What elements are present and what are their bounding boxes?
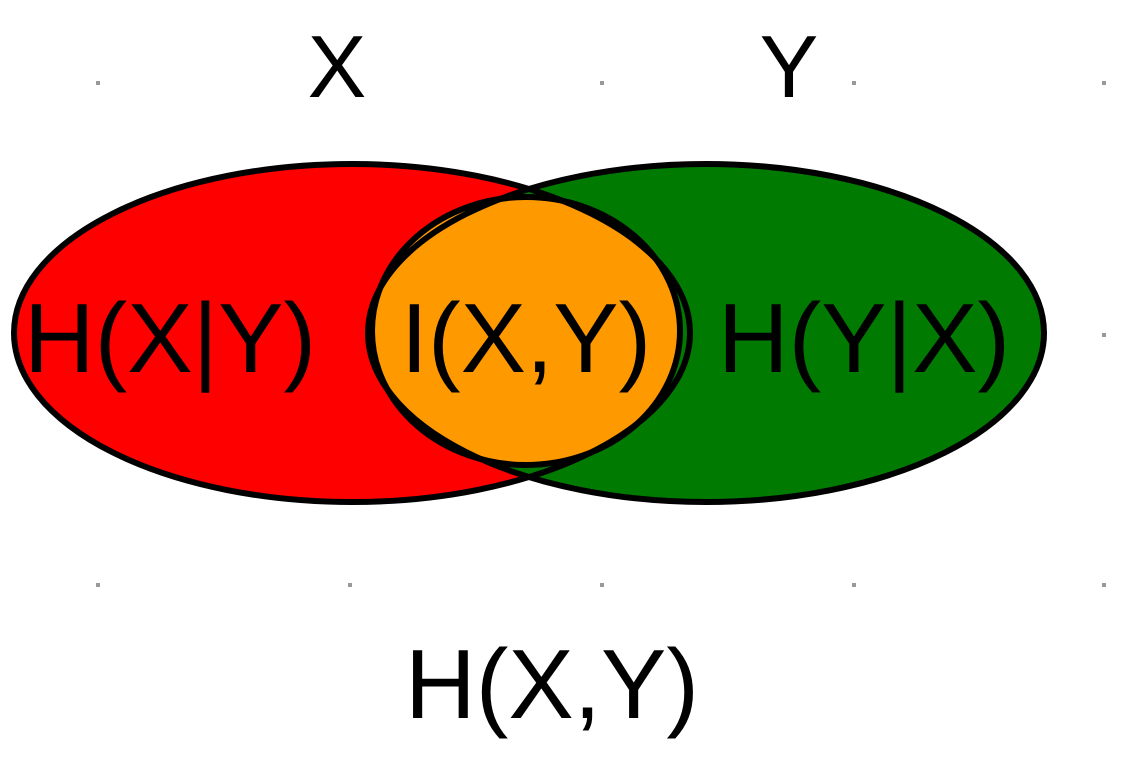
grid-dot (348, 583, 352, 587)
grid-dot (96, 81, 100, 85)
grid-dot (600, 583, 604, 587)
grid-dot (852, 583, 856, 587)
grid-dot (600, 81, 604, 85)
y-ellipse-outline (365, 161, 1047, 505)
x-ellipse-outline (11, 161, 693, 505)
grid-dot (96, 583, 100, 587)
grid-dot (1102, 333, 1106, 337)
conditional-entropy-y-given-x-label: H(Y|X) (718, 283, 1010, 393)
set-y-label: Y (760, 17, 819, 116)
mutual-information-label: I(X,Y) (401, 283, 651, 393)
grid-dot (852, 81, 856, 85)
joint-entropy-label: H(X,Y) (405, 629, 699, 739)
conditional-entropy-x-given-y-label: H(X|Y) (24, 283, 316, 393)
mutual-information-region (369, 194, 683, 468)
grid-dot (1102, 81, 1106, 85)
background-grid-dots (96, 81, 1106, 587)
set-x-label: X (308, 17, 367, 116)
grid-dot (1102, 583, 1106, 587)
